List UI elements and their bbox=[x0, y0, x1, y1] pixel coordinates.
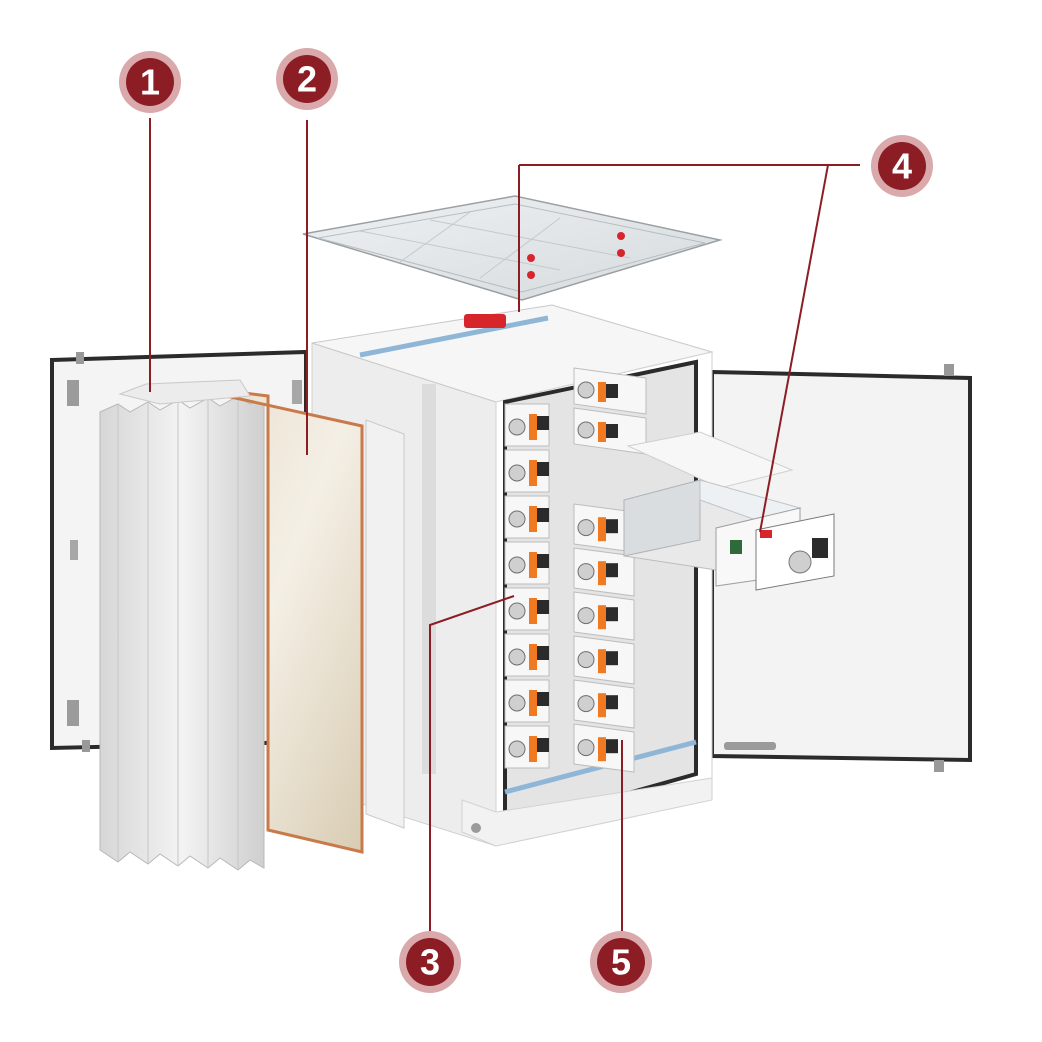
right-module bbox=[573, 591, 635, 641]
battery-modules-left bbox=[504, 403, 550, 769]
right-fan-icon bbox=[577, 607, 595, 625]
callout-2-label: 2 bbox=[297, 59, 317, 100]
right-module bbox=[573, 547, 635, 597]
left-fan-icon bbox=[508, 648, 526, 666]
right-top-fan-icon bbox=[577, 421, 595, 439]
top-sensor bbox=[464, 314, 506, 328]
right-module bbox=[573, 679, 635, 729]
left-fan-icon bbox=[508, 464, 526, 482]
callout-1-label: 1 bbox=[140, 62, 160, 103]
left-module bbox=[504, 495, 550, 539]
right-module bbox=[573, 723, 635, 773]
left-module bbox=[504, 449, 550, 493]
callout-1: 1 bbox=[119, 51, 181, 113]
left-module bbox=[504, 679, 550, 723]
left-module bbox=[504, 403, 550, 447]
callout-2: 2 bbox=[276, 48, 338, 110]
right-module bbox=[573, 503, 635, 553]
right-fan-icon bbox=[577, 739, 595, 757]
inner-sheet-panel bbox=[365, 419, 405, 829]
left-module bbox=[504, 633, 550, 677]
right-fan-icon bbox=[577, 651, 595, 669]
leader-lines bbox=[149, 118, 860, 940]
right-top-fan-icon bbox=[577, 381, 595, 399]
callout-4: 4 bbox=[871, 135, 933, 197]
extracted-battery-module bbox=[623, 431, 835, 591]
right-fan-icon bbox=[577, 695, 595, 713]
battery-modules-right bbox=[573, 367, 647, 773]
right-fan-icon bbox=[577, 563, 595, 581]
corrugated-panel bbox=[99, 395, 265, 871]
left-module bbox=[504, 541, 550, 585]
right-fan-icon bbox=[577, 519, 595, 537]
left-module bbox=[504, 725, 550, 769]
left-fan-icon bbox=[508, 418, 526, 436]
callout-4-label: 4 bbox=[892, 146, 912, 187]
callout-5: 5 bbox=[590, 931, 652, 993]
left-fan-icon bbox=[508, 602, 526, 620]
left-fan-icon bbox=[508, 740, 526, 758]
cabinet-body bbox=[311, 304, 714, 847]
right-module bbox=[573, 635, 635, 685]
callout-3-label: 3 bbox=[420, 942, 440, 983]
left-module bbox=[504, 587, 550, 631]
callout-3: 3 bbox=[399, 931, 461, 993]
top-foam-block bbox=[118, 379, 251, 405]
top-cover bbox=[302, 195, 723, 301]
left-fan-icon bbox=[508, 556, 526, 574]
right-top-module bbox=[573, 367, 647, 415]
callout-5-label: 5 bbox=[611, 942, 631, 983]
insulation-panel bbox=[171, 382, 364, 854]
left-fan-icon bbox=[508, 510, 526, 528]
left-fan-icon bbox=[508, 694, 526, 712]
